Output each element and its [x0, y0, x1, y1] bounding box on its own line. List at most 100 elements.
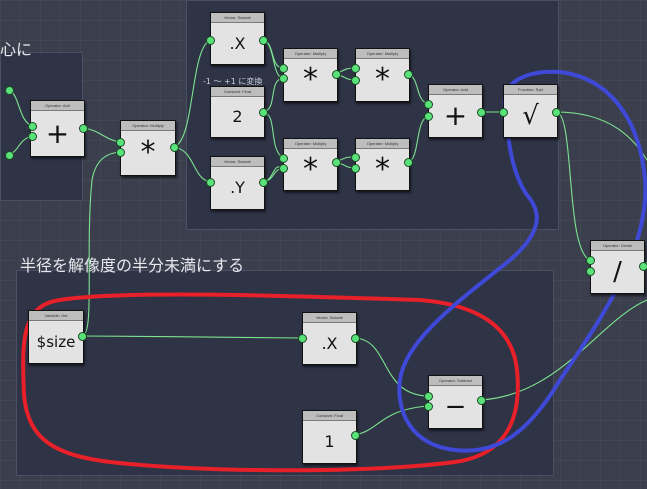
- multiply-symbol: *: [303, 62, 318, 97]
- wire: [354, 337, 429, 397]
- input-port[interactable]: [586, 267, 595, 276]
- input-port[interactable]: [424, 112, 433, 121]
- multiply-symbol: *: [303, 151, 318, 187]
- node-constant-1[interactable]: Constant: Float 1: [302, 410, 357, 464]
- input-port[interactable]: [116, 148, 125, 157]
- wire: [262, 39, 284, 79]
- input-port[interactable]: [351, 164, 360, 173]
- output-port[interactable]: [639, 262, 647, 271]
- input-port[interactable]: [424, 100, 433, 109]
- output-port[interactable]: [259, 178, 268, 187]
- wire: [81, 335, 303, 339]
- output-port[interactable]: [170, 143, 179, 152]
- output-port[interactable]: [332, 158, 341, 167]
- wire: [262, 77, 284, 113]
- range-convert-note: -1 ～ +1 に変換: [203, 77, 263, 86]
- add-symbol: +: [443, 99, 468, 132]
- wire: [81, 151, 121, 337]
- node-sqrt[interactable]: Function: Sqrt √: [503, 84, 558, 138]
- node-subtract[interactable]: Operator: Subtract −: [428, 375, 483, 429]
- wire: [407, 115, 429, 163]
- node-add-right[interactable]: Operator: Add +: [428, 84, 483, 138]
- input-port[interactable]: [499, 108, 508, 117]
- wire: [407, 73, 429, 105]
- node-split-x-bottom[interactable]: Vector: Swizzle .X: [302, 312, 357, 365]
- input-port[interactable]: [206, 178, 215, 187]
- sqrt-symbol: √: [522, 100, 539, 131]
- wire: [555, 111, 591, 261]
- multiply-symbol: *: [140, 135, 156, 170]
- input-port[interactable]: [28, 132, 37, 141]
- add-symbol: +: [45, 116, 70, 150]
- input-port[interactable]: [279, 64, 288, 73]
- swizzle-x-symbol: .X: [321, 333, 338, 353]
- output-port[interactable]: [477, 396, 486, 405]
- node-split-y[interactable]: Vector: Swizzle .Y: [210, 156, 265, 210]
- swizzle-y-symbol: .Y: [230, 178, 245, 197]
- node-divide[interactable]: Operator: Divide /: [590, 240, 645, 294]
- output-port[interactable]: [351, 334, 360, 343]
- input-port[interactable]: [279, 154, 288, 163]
- group-left-title: 心に: [0, 40, 33, 59]
- divide-symbol: /: [613, 256, 622, 287]
- input-port[interactable]: [28, 122, 37, 131]
- node-header: Operator: Multiply: [356, 139, 409, 149]
- node-size-variable[interactable]: Variable: Get $size: [28, 310, 84, 364]
- output-port[interactable]: [477, 108, 486, 117]
- variable-name: $size: [36, 332, 76, 351]
- input-port[interactable]: [351, 76, 360, 85]
- input-port[interactable]: [116, 138, 125, 147]
- output-port[interactable]: [552, 108, 561, 117]
- node-header: Operator: Multiply: [121, 121, 175, 131]
- node-header: Operator: Subtract: [429, 376, 482, 386]
- input-port[interactable]: [424, 392, 433, 401]
- output-port[interactable]: [351, 431, 360, 440]
- subtract-symbol: −: [444, 391, 467, 422]
- output-port[interactable]: [332, 70, 341, 79]
- node-header: Operator: Add: [31, 101, 84, 111]
- node-header: Operator: Divide: [591, 241, 644, 251]
- input-port[interactable]: [5, 151, 14, 160]
- group-bottom: [16, 270, 554, 476]
- node-header: Operator: Multiply: [284, 139, 337, 149]
- input-port[interactable]: [5, 86, 14, 95]
- swizzle-x-symbol: .X: [229, 33, 246, 53]
- group-bottom-title: 半径を解像度の半分未満にする: [20, 256, 245, 275]
- constant-value: 2: [232, 107, 243, 126]
- output-port[interactable]: [259, 108, 268, 117]
- node-header: Variable: Get: [29, 311, 83, 321]
- output-port[interactable]: [78, 332, 87, 341]
- node-multiply-center[interactable]: Operator: Multiply *: [120, 120, 176, 176]
- wire: [262, 111, 284, 159]
- node-header: Operator: Multiply: [284, 49, 337, 59]
- blue-annotation-loop: [397, 69, 647, 453]
- node-multiply-a1[interactable]: Operator: Multiply *: [283, 48, 338, 102]
- node-multiply-a2[interactable]: Operator: Multiply *: [355, 48, 410, 102]
- node-split-x-top[interactable]: Vector: Swizzle .X: [210, 12, 265, 65]
- output-port[interactable]: [404, 158, 413, 167]
- input-port[interactable]: [279, 164, 288, 173]
- input-port[interactable]: [424, 402, 433, 411]
- node-header: Constant: Float: [211, 87, 264, 97]
- node-header: Vector: Swizzle: [303, 313, 356, 323]
- constant-value: 1: [324, 432, 335, 451]
- input-port[interactable]: [351, 153, 360, 162]
- output-port[interactable]: [259, 36, 268, 45]
- wire: [173, 146, 211, 183]
- node-header: Operator: Multiply: [356, 49, 409, 59]
- node-add-left[interactable]: Operator: Add +: [30, 100, 85, 157]
- output-port[interactable]: [404, 70, 413, 79]
- input-port[interactable]: [351, 64, 360, 73]
- input-port[interactable]: [279, 74, 288, 83]
- node-header: Constant: Float: [303, 411, 356, 421]
- input-port[interactable]: [586, 256, 595, 265]
- input-port[interactable]: [206, 36, 215, 45]
- wire: [82, 127, 121, 143]
- node-constant-2[interactable]: Constant: Float 2: [210, 86, 265, 138]
- node-multiply-b2[interactable]: Operator: Multiply *: [355, 138, 410, 191]
- node-multiply-b1[interactable]: Operator: Multiply *: [283, 138, 338, 191]
- red-annotation-loop: [21, 292, 520, 473]
- input-port[interactable]: [298, 334, 307, 343]
- output-port[interactable]: [79, 124, 88, 133]
